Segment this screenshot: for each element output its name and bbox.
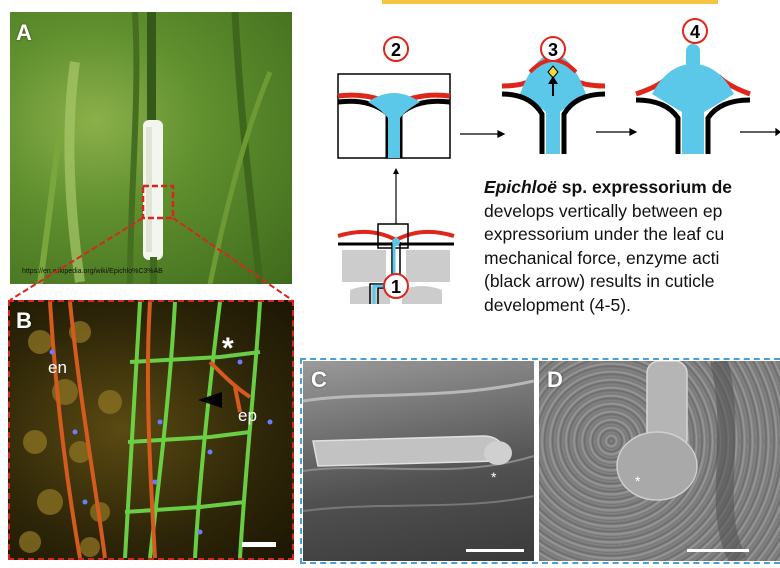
expressorium-schematic: 2 3 4 1 bbox=[337, 18, 780, 304]
label-star-c: * bbox=[491, 469, 497, 485]
caption-line: expressorium under the leaf cu bbox=[484, 224, 725, 244]
panel-b-micrograph: B en ep * bbox=[8, 300, 294, 560]
panel-c-sem: C * bbox=[303, 361, 534, 561]
step-circle-1 bbox=[383, 273, 409, 299]
grass-illustration bbox=[37, 12, 273, 284]
step-circle-3 bbox=[540, 36, 566, 62]
panel-a-letter: A bbox=[16, 20, 32, 45]
panel-a-photo: A https://en.wikipedia.org/wiki/Epichlo%… bbox=[10, 12, 292, 284]
step-label-1: 1 bbox=[391, 277, 401, 297]
step-label-2: 2 bbox=[391, 40, 401, 60]
label-star-d: * bbox=[635, 473, 641, 489]
step-arrows bbox=[460, 127, 780, 138]
zoom-connector bbox=[9, 217, 293, 300]
step-3-panel bbox=[501, 54, 606, 154]
step-label-4: 4 bbox=[690, 22, 700, 42]
sem-c-illustration bbox=[303, 379, 534, 552]
step-4-panel bbox=[635, 44, 751, 154]
caption-line: (black arrow) results in cuticle bbox=[484, 271, 715, 291]
caption-line: develops vertically between ep bbox=[484, 200, 723, 221]
micrograph-illustration bbox=[19, 302, 276, 558]
step-1-panel bbox=[337, 223, 455, 304]
step-circle-2 bbox=[383, 36, 409, 62]
figure-caption: Epichloë sp. expressorium de develops ve… bbox=[484, 176, 780, 317]
caption-species: Epichloë bbox=[484, 177, 557, 197]
label-star-b: * bbox=[222, 332, 234, 365]
step-2-panel bbox=[337, 73, 451, 159]
caption-title-rest: sp. expressorium de bbox=[556, 177, 733, 197]
panel-divider bbox=[534, 361, 539, 561]
panel-c-letter: C bbox=[311, 367, 327, 392]
sem-d-illustration bbox=[616, 361, 749, 561]
panel-d-sem: D * bbox=[539, 361, 780, 561]
source-url: https://en.wikipedia.org/wiki/Epichlo%C3… bbox=[22, 268, 163, 275]
label-ep: ep bbox=[238, 406, 257, 425]
panel-cd-frame bbox=[300, 358, 780, 564]
step-label-3: 3 bbox=[548, 40, 558, 60]
panel-b-letter: B bbox=[16, 308, 32, 333]
caption-line: mechanical force, enzyme acti bbox=[484, 247, 720, 268]
caption-title: Epichloë sp. expressorium de bbox=[484, 176, 780, 200]
label-en: en bbox=[48, 358, 67, 377]
top-banner bbox=[382, 0, 718, 4]
step-circle-4 bbox=[682, 18, 708, 44]
caption-line: development (4-5). bbox=[484, 294, 631, 315]
panel-d-letter: D bbox=[547, 367, 563, 392]
